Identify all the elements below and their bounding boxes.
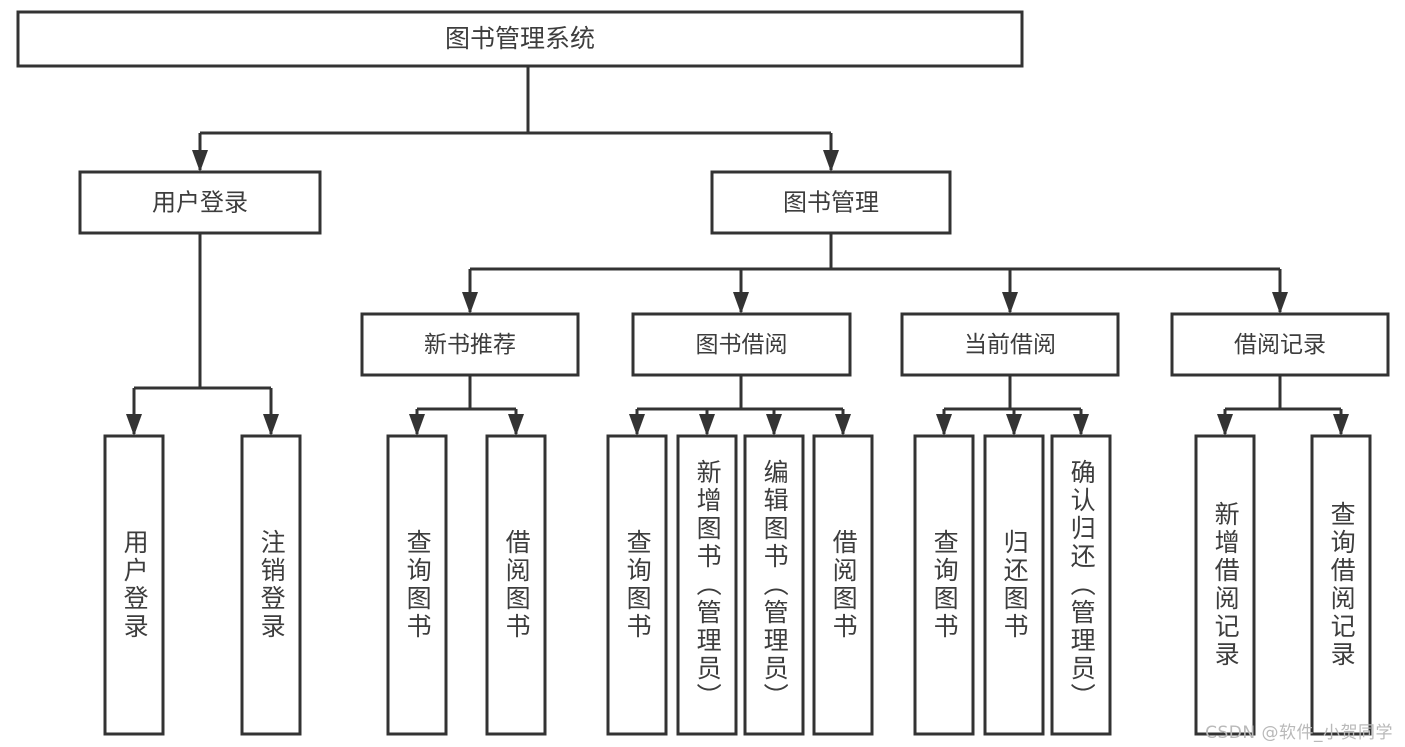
connector-br-to-leaves (1217, 375, 1349, 436)
arrow-head-icon (1217, 414, 1233, 436)
arrow-head-icon (766, 414, 782, 436)
arrow-head-icon (629, 414, 645, 436)
node-label-user-login: 用户登录 (152, 189, 248, 217)
arrow-head-icon (508, 414, 524, 436)
connector-cb-to-leaves (936, 375, 1089, 436)
node-box-user-login-do[interactable] (103, 434, 165, 736)
arrow-head-icon (835, 414, 851, 436)
arrow-head-icon (126, 414, 142, 436)
node-box-br-query-record[interactable] (1310, 434, 1372, 736)
arrow-head-icon (1073, 414, 1089, 436)
node-box-bb-add-book[interactable] (676, 434, 738, 736)
watermark-text: CSDN @软件_小贺同学 (1205, 723, 1393, 743)
node-box-cb-return-book[interactable] (983, 434, 1045, 736)
node-box-br-add-record[interactable] (1194, 434, 1256, 736)
node-label-current-borrow: 当前借阅 (964, 332, 1056, 358)
node-box-root[interactable] (16, 10, 1024, 68)
arrow-head-icon (823, 150, 839, 172)
arrow-head-icon (1006, 414, 1022, 436)
arrow-head-icon (263, 414, 279, 436)
connector-book-manage-to-level2 (462, 233, 1288, 314)
arrow-head-icon (936, 414, 952, 436)
arrow-head-icon (733, 292, 749, 314)
node-box-current-borrow[interactable] (900, 312, 1120, 377)
node-box-cb-query-book[interactable] (913, 434, 975, 736)
arrow-head-icon (1002, 292, 1018, 314)
node-box-layer (16, 10, 1390, 736)
connector-nbr-to-leaves (409, 375, 524, 436)
node-box-bb-borrow-book[interactable] (812, 434, 874, 736)
node-box-nbr-query-book[interactable] (386, 434, 448, 736)
node-label-new-book-recommend: 新书推荐 (424, 332, 516, 358)
connector-bb-to-leaves (629, 375, 851, 436)
arrow-head-icon (699, 414, 715, 436)
node-label-borrow-record: 借阅记录 (1234, 332, 1326, 358)
node-box-book-borrow[interactable] (631, 312, 852, 377)
node-box-nbr-borrow-book[interactable] (485, 434, 547, 736)
node-label-book-borrow: 图书借阅 (696, 332, 788, 358)
node-box-cb-confirm-return[interactable] (1050, 434, 1112, 736)
arrow-head-icon (462, 292, 478, 314)
arrow-head-icon (409, 414, 425, 436)
node-box-user-login[interactable] (78, 170, 322, 235)
node-label-root: 图书管理系统 (445, 24, 595, 53)
node-box-new-book-recommend[interactable] (360, 312, 580, 377)
connector-layer (126, 66, 1349, 436)
connector-root-to-level1 (192, 66, 839, 172)
connector-user-login-to-leaves (126, 233, 279, 436)
node-box-bb-edit-book[interactable] (743, 434, 805, 736)
arrow-head-icon (1333, 414, 1349, 436)
arrow-head-icon (192, 150, 208, 172)
node-box-book-manage[interactable] (710, 170, 952, 235)
node-box-user-logout[interactable] (240, 434, 302, 736)
arrow-head-icon (1272, 292, 1288, 314)
node-box-borrow-record[interactable] (1170, 312, 1390, 377)
node-box-bb-query-book[interactable] (606, 434, 668, 736)
node-label-book-manage: 图书管理 (783, 189, 879, 217)
